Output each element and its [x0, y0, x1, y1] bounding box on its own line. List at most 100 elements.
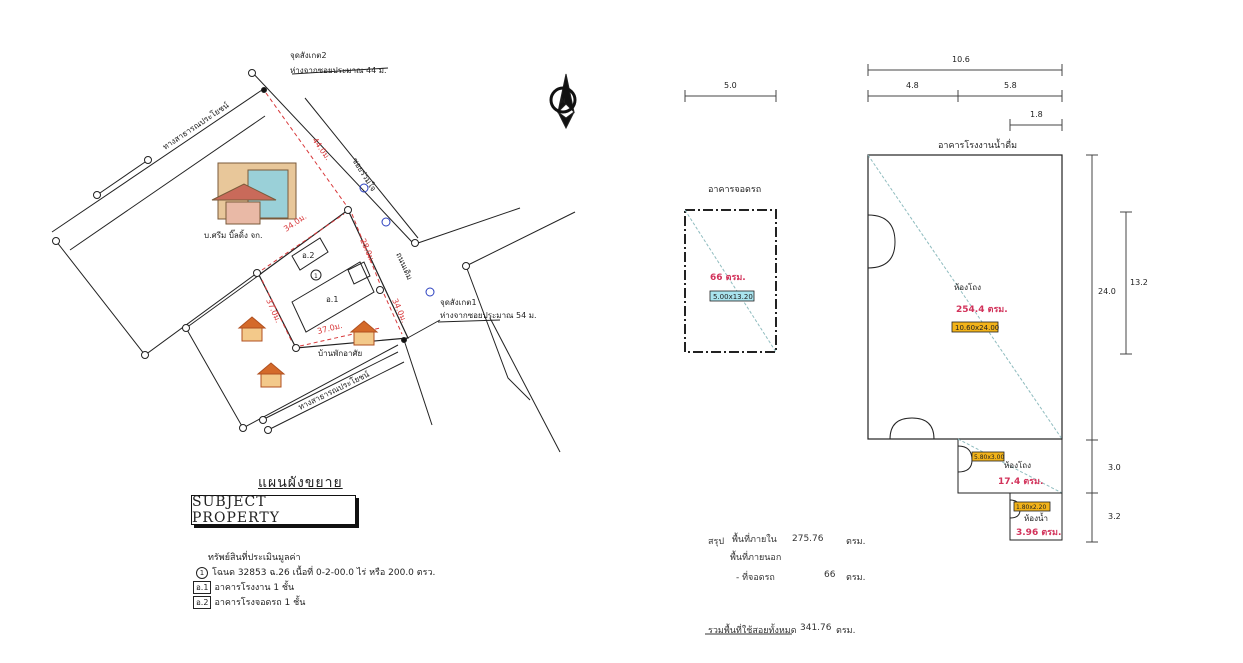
dim-top-total: 10.6 — [952, 55, 970, 64]
company-label: บ.ศรีม บิ๊ลดิ้ง จก. — [204, 229, 263, 240]
summary-total-unit: ตรม. — [836, 626, 856, 636]
main-tag-text: 10.60x24.00 — [955, 324, 999, 332]
summary-row-value: 275.76 — [792, 534, 824, 544]
parking-area: 66 ตรม. — [710, 273, 746, 283]
road-side-label: ถนนเดิม — [394, 251, 414, 281]
north-arrow-icon — [549, 73, 577, 130]
landmark-right-label: จุดสังเกต1 — [440, 298, 477, 307]
legend-mark: อ.2 — [193, 596, 212, 609]
legend-text: อาคารโรงงาน 1 ชั้น — [214, 583, 295, 593]
legend-text: โฉนด 32853 ฉ.26 เนื้อที่ 0-2-00.0 ไร่ หร… — [212, 568, 436, 578]
summary-row-name: พื้นที่ภายใน — [732, 535, 777, 545]
dim-top-small: 1.8 — [1030, 110, 1043, 119]
dim-right-inner: 13.2 — [1130, 278, 1148, 287]
building-1-label: อ.1 — [326, 295, 338, 304]
survey-nodes — [52, 69, 470, 434]
annex2-room: ห้องน้ำ — [1024, 512, 1048, 523]
annex1-area: 17.4 ตรม. — [998, 477, 1043, 487]
summary-row-name: - ที่จอดรถ — [736, 573, 775, 583]
landmark-right-distance: ห่างจากซอยประมาณ 54 ม. — [440, 311, 537, 320]
road-line — [437, 319, 501, 323]
floor-plan — [684, 64, 1132, 635]
legend-mark: อ.1 — [193, 581, 212, 594]
legend-mark: 1 — [196, 567, 208, 579]
dim-right-top: 28.0ม. — [358, 237, 377, 264]
main-area: 254.4 ตรม. — [956, 305, 1008, 315]
road-public-bottom-label: ทางสาธารณประโยชน์ — [296, 369, 371, 412]
dimension-lines — [261, 92, 403, 347]
road-line — [185, 272, 263, 329]
dim-top-edge: 44.0ม. — [310, 136, 332, 162]
dim-right-lower2: 3.2 — [1108, 512, 1121, 521]
site-map — [51, 67, 577, 453]
landmark-dot — [261, 87, 267, 93]
road-line — [69, 115, 266, 251]
annex2-tag — [1013, 501, 1051, 512]
annex1-room: ห้องโถง — [1004, 460, 1031, 470]
road-public-top-label: ทางสาธารณประโยชน์ — [161, 100, 231, 152]
summary-total-label: รวมพื้นที่ใช้สอยทั้งหมด — [708, 626, 797, 636]
legend-text: อาคารโรงจอดรถ 1 ชั้น — [214, 598, 306, 608]
road-line — [249, 69, 413, 243]
water-icons — [359, 183, 435, 297]
building-2 — [291, 237, 329, 271]
road-line — [465, 211, 576, 267]
landmark-underline — [291, 67, 389, 75]
parking-outline — [684, 209, 777, 353]
subject-parcel — [258, 209, 409, 349]
building-1-annex — [347, 261, 371, 285]
annex2-tag-text: 1.80x2.20 — [1016, 504, 1046, 511]
parcel-number: 1 — [314, 273, 318, 280]
road-line — [261, 351, 399, 421]
annex1-tag-text: 5.80x3.00 — [974, 454, 1004, 461]
annex1-tag — [971, 451, 1005, 462]
road-line — [304, 97, 419, 239]
house-label: บ้านพักอาศัย — [318, 349, 362, 358]
landmark-top-distance: ห่างจากซอยประมาณ 44 ม. — [290, 66, 387, 75]
north-letter: N — [561, 98, 566, 105]
soi-label: ซอยร่วมใจ — [350, 156, 378, 193]
dim-right-bottom: 34.0ม. — [390, 297, 409, 324]
parking-tag-text: 5.00x13.20 — [713, 293, 753, 301]
landmark-top-label: จุดสังเกต2 — [290, 51, 327, 60]
road-line — [403, 339, 433, 426]
summary-row-unit: ตรม. — [846, 573, 866, 583]
house-icon — [237, 316, 379, 388]
dim-right-total: 24.0 — [1098, 287, 1116, 296]
dim-left-side: 37.0ม. — [264, 297, 283, 324]
factory-icon — [211, 162, 297, 225]
dim-right-lower1: 3.0 — [1108, 463, 1121, 472]
landmark-dot — [401, 337, 407, 343]
dim-parking-width: 5.0 — [724, 81, 737, 90]
road-line — [489, 317, 561, 453]
summary-total-value: 341.76 — [800, 623, 832, 633]
summary-row-name: พื้นที่ภายนอก — [730, 553, 782, 563]
summary-row-unit: ตรม. — [846, 537, 866, 547]
parking-title: อาคารจอดรถ — [708, 185, 761, 195]
dim-top-right: 5.8 — [1004, 81, 1017, 90]
parking-tag — [709, 290, 755, 302]
road-line — [51, 89, 263, 233]
parcel-outline — [96, 159, 149, 196]
building-2-label: อ.2 — [302, 251, 314, 260]
legend-item: 1 โฉนด 32853 ฉ.26 เนื้อที่ 0-2-00.0 ไร่ ห… — [196, 565, 435, 579]
road-line — [465, 265, 531, 401]
subject-property-box: SUBJECT PROPERTY — [191, 494, 356, 526]
legend-heading: ทรัพย์สินที่ประเมินมูลค่า — [208, 553, 301, 563]
summary-row-value: 66 — [824, 570, 836, 580]
building-1 — [291, 261, 375, 333]
subject-property-label: SUBJECT PROPERTY — [192, 494, 280, 526]
annex2-area: 3.96 ตรม. — [1016, 528, 1061, 538]
plan-title: แผนผังขยาย — [258, 475, 343, 491]
main-room: ห้องโถง — [954, 282, 981, 292]
main-tag — [951, 321, 999, 333]
road-line — [417, 207, 521, 244]
dim-top-left: 4.8 — [906, 81, 919, 90]
main-title: อาคารโรงงานน้ำดื่ม — [938, 138, 1017, 151]
road-line — [403, 319, 441, 341]
parcel-number-circle — [310, 269, 322, 281]
summary-label: สรุป — [708, 537, 725, 547]
